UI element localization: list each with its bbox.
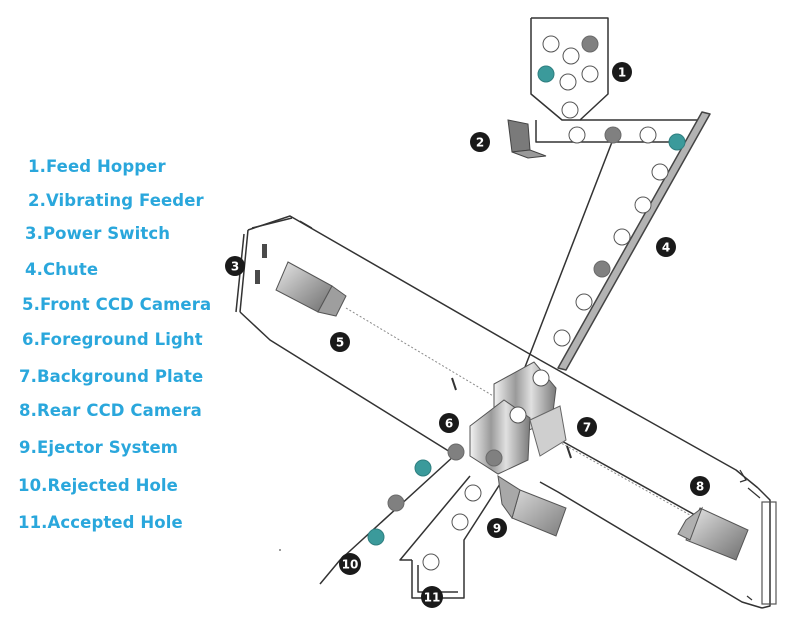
legend-item-feed-hopper: 1.Feed Hopper [28,157,166,176]
callouts: 1 2 3 4 5 6 7 [225,62,710,608]
particle-empty [568,126,586,144]
power-switch-icon [255,244,267,284]
housing-details [299,220,777,605]
callout-3: 3 [225,256,245,276]
callout-11: 11 [421,586,443,608]
svg-text:6: 6 [445,417,453,431]
particle-empty [422,553,440,571]
legend-item-accepted-hole: 11.Accepted Hole [18,513,183,532]
particle-gray [485,449,503,467]
callout-7: 7 [577,417,597,437]
speck [279,549,281,551]
particle-teal [537,65,555,83]
chute [519,111,711,381]
particle-empty [553,329,571,347]
svg-text:9: 9 [493,522,501,536]
legend-item-background-plate: 7.Background Plate [19,367,204,386]
particle-gray [593,260,611,278]
particle-empty [634,196,652,214]
particle-empty [532,369,550,387]
callout-2: 2 [470,132,490,152]
callout-4: 4 [656,237,676,257]
svg-text:1: 1 [618,66,626,80]
component-legend: 1.Feed Hopper 2.Vibrating Feeder 3.Power… [0,0,230,623]
legend-item-vibrating-feeder: 2.Vibrating Feeder [28,191,204,210]
particles [367,35,686,571]
particle-empty [639,126,657,144]
callout-1: 1 [612,62,632,82]
particle-gray [581,35,599,53]
callout-5: 5 [330,332,350,352]
callout-6: 6 [439,413,459,433]
optical-markers [451,377,572,459]
particle-empty [613,228,631,246]
ejector-icon [497,474,567,537]
svg-text:7: 7 [583,421,591,435]
callout-9: 9 [487,518,507,538]
svg-text:8: 8 [696,480,704,494]
particle-empty [651,163,669,181]
legend-item-foreground-light: 6.Foreground Light [22,330,203,349]
svg-text:11: 11 [424,591,441,605]
svg-text:3: 3 [231,260,239,274]
particle-teal [668,133,686,151]
particle-teal [414,459,432,477]
particle-empty [451,513,469,531]
rear-ccd-camera-icon [677,506,749,561]
legend-item-rear-ccd-camera: 8.Rear CCD Camera [19,401,202,420]
legend-item-rejected-hole: 10.Rejected Hole [18,476,178,495]
particle-teal [367,528,385,546]
svg-text:2: 2 [476,136,484,150]
particle-empty [542,35,560,53]
particle-empty [581,65,599,83]
particle-gray [604,126,622,144]
front-ccd-camera-icon [275,261,347,317]
callout-8: 8 [690,476,710,496]
particle-empty [464,484,482,502]
svg-text:5: 5 [336,336,344,350]
particle-empty [559,73,577,91]
legend-item-chute: 4.Chute [25,260,99,279]
vibrating-feeder-icon [507,119,547,159]
exit-chutes [319,454,501,599]
legend-item-front-ccd-camera: 5.Front CCD Camera [22,295,212,314]
particle-gray [387,494,405,512]
particle-empty [561,101,579,119]
particle-empty [562,47,580,65]
svg-text:4: 4 [662,241,670,255]
svg-text:10: 10 [342,558,359,572]
particle-empty [509,406,527,424]
particle-gray [447,443,465,461]
legend-item-power-switch: 3.Power Switch [25,224,171,243]
callout-10: 10 [339,553,361,575]
legend-item-ejector-system: 9.Ejector System [19,438,179,457]
particle-empty [575,293,593,311]
